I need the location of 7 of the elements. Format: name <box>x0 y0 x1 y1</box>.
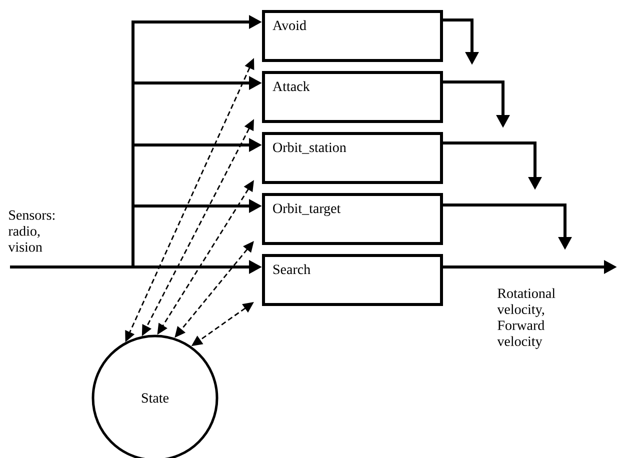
behavior-box: Orbit_target <box>262 193 443 245</box>
behavior-box: Search <box>262 254 443 306</box>
behavior-box: Orbit_station <box>262 132 443 184</box>
behavior-box: Attack <box>262 71 443 123</box>
input-label: Sensors: radio, vision <box>8 210 55 252</box>
output-label: Rotational velocity, Forward velocity <box>497 288 556 349</box>
behavior-box: Avoid <box>262 10 443 62</box>
